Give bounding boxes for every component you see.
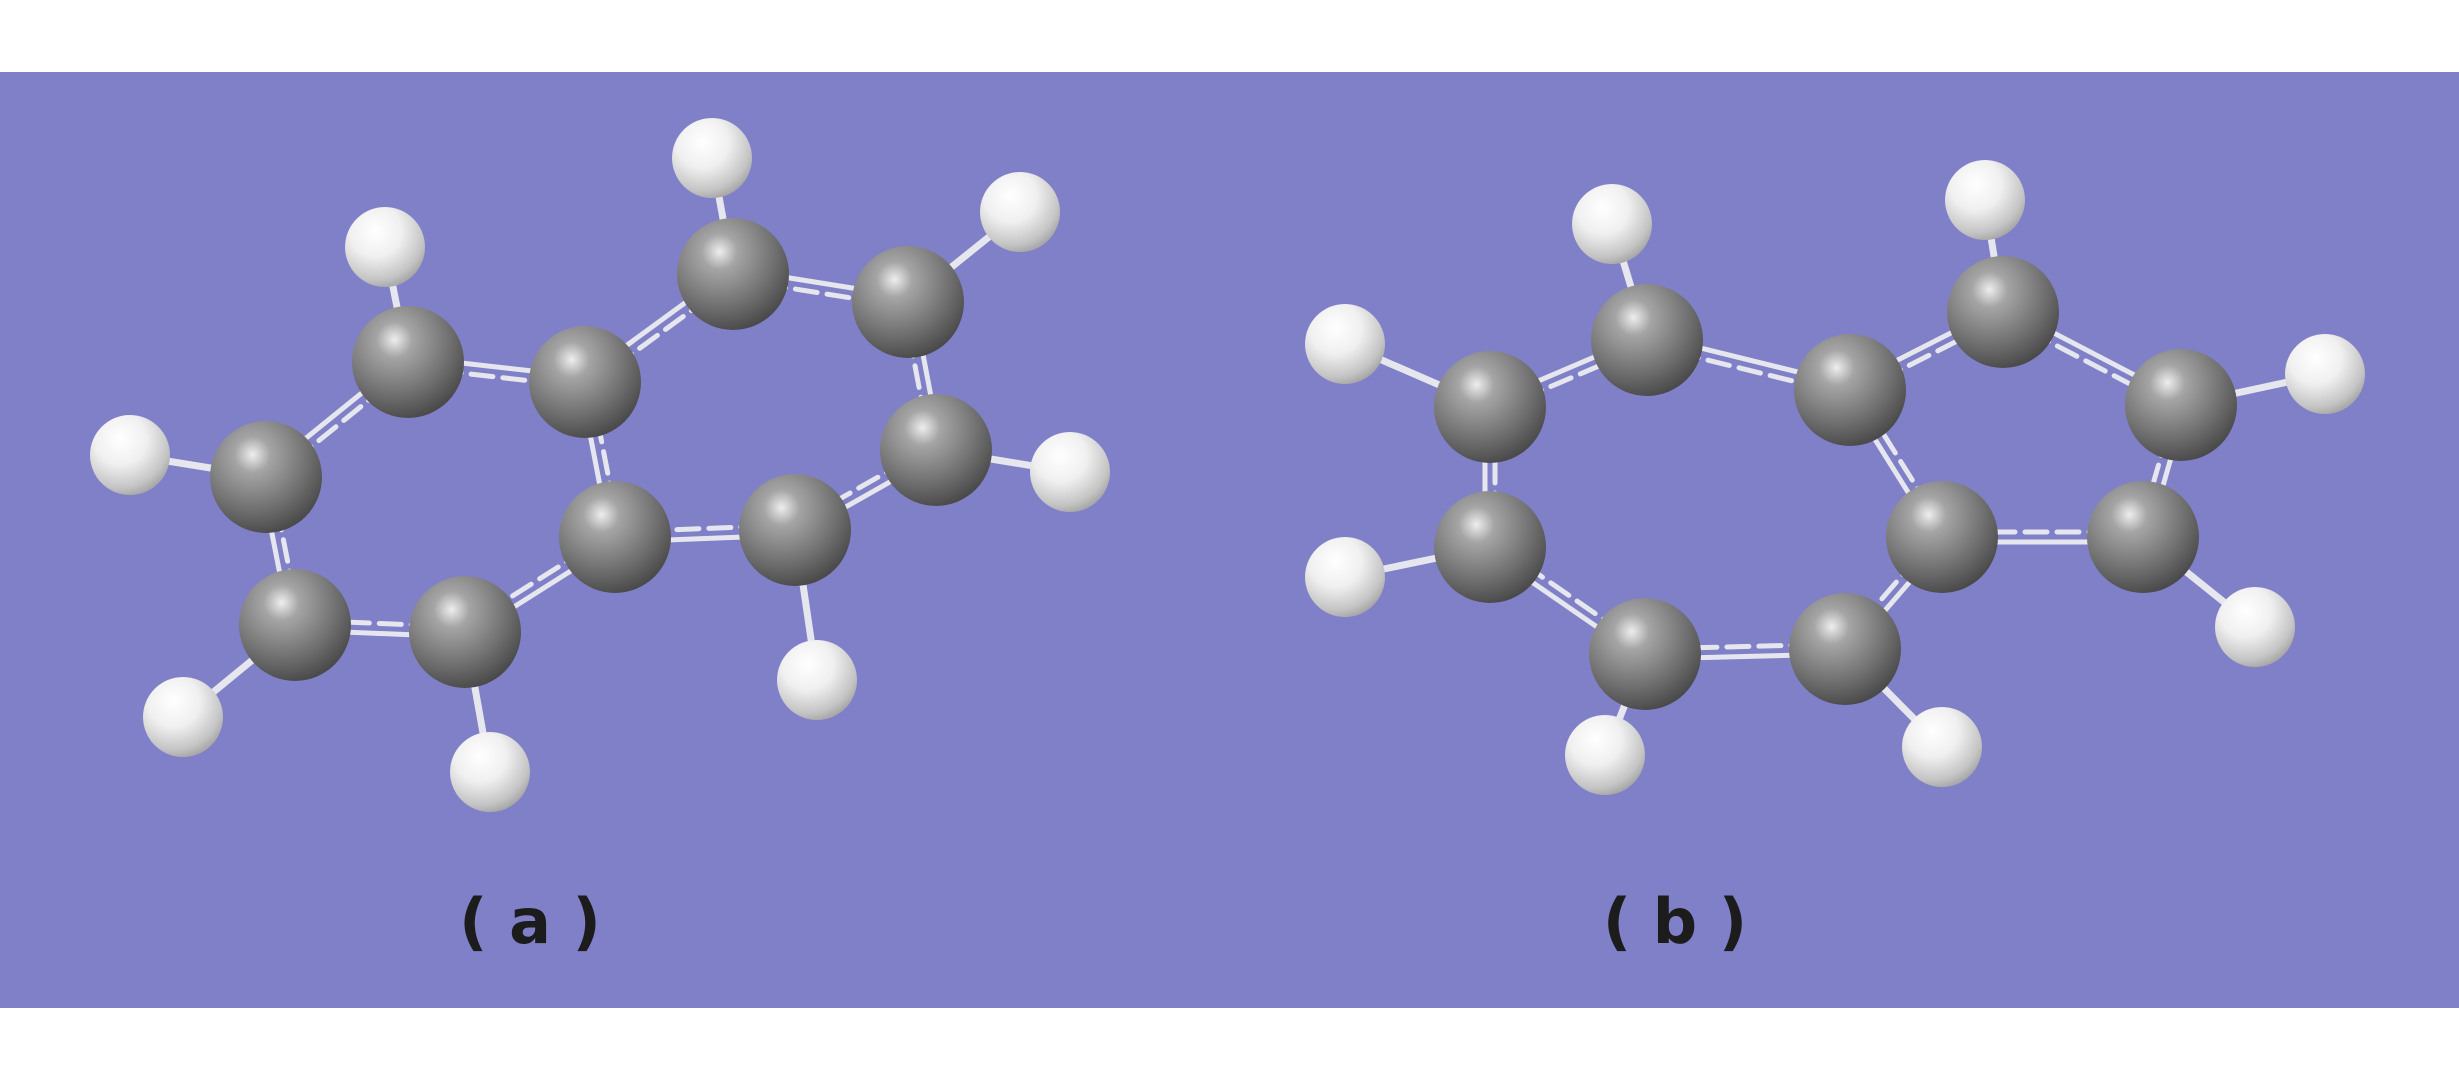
carbon-atom bbox=[409, 576, 521, 688]
carbon-atom bbox=[2125, 349, 2237, 461]
carbon-atom bbox=[2087, 481, 2199, 593]
hydrogen-atom bbox=[1945, 160, 2025, 240]
carbon-atom bbox=[880, 394, 992, 506]
carbon-atom bbox=[210, 421, 322, 533]
label-b: ( b ) bbox=[1603, 885, 1747, 958]
hydrogen-atom bbox=[1902, 707, 1982, 787]
carbon-atom bbox=[739, 474, 851, 586]
carbon-atom bbox=[352, 306, 464, 418]
hydrogen-atom bbox=[1565, 715, 1645, 795]
hydrogen-atom bbox=[980, 172, 1060, 252]
carbon-atom bbox=[1947, 256, 2059, 368]
hydrogen-atom bbox=[2285, 334, 2365, 414]
carbon-atom bbox=[1886, 481, 1998, 593]
hydrogen-atom bbox=[672, 118, 752, 198]
hydrogen-atom bbox=[777, 640, 857, 720]
carbon-atom bbox=[1794, 334, 1906, 446]
carbon-atom bbox=[559, 481, 671, 593]
carbon-atom bbox=[1434, 351, 1546, 463]
label-a: ( a ) bbox=[459, 885, 601, 958]
carbon-atom bbox=[529, 326, 641, 438]
carbon-atom bbox=[677, 218, 789, 330]
hydrogen-atom bbox=[2215, 587, 2295, 667]
hydrogen-atom bbox=[1305, 537, 1385, 617]
carbon-atom bbox=[852, 246, 964, 358]
carbon-atom bbox=[1789, 593, 1901, 705]
carbon-atom bbox=[1589, 598, 1701, 710]
hydrogen-atom bbox=[1572, 184, 1652, 264]
carbon-atom bbox=[239, 569, 351, 681]
hydrogen-atom bbox=[1030, 432, 1110, 512]
molecule-scene: ( a ) ( b ) bbox=[0, 72, 2459, 1008]
carbon-atom bbox=[1591, 284, 1703, 396]
molecule-panel: ( a ) ( b ) bbox=[0, 72, 2459, 1008]
hydrogen-atom bbox=[143, 677, 223, 757]
carbon-atom bbox=[1434, 491, 1546, 603]
molecule-b bbox=[1305, 160, 2365, 795]
hydrogen-atom bbox=[345, 207, 425, 287]
hydrogen-atom bbox=[90, 415, 170, 495]
molecule-a bbox=[90, 118, 1110, 812]
hydrogen-atom bbox=[1305, 304, 1385, 384]
hydrogen-atom bbox=[450, 732, 530, 812]
